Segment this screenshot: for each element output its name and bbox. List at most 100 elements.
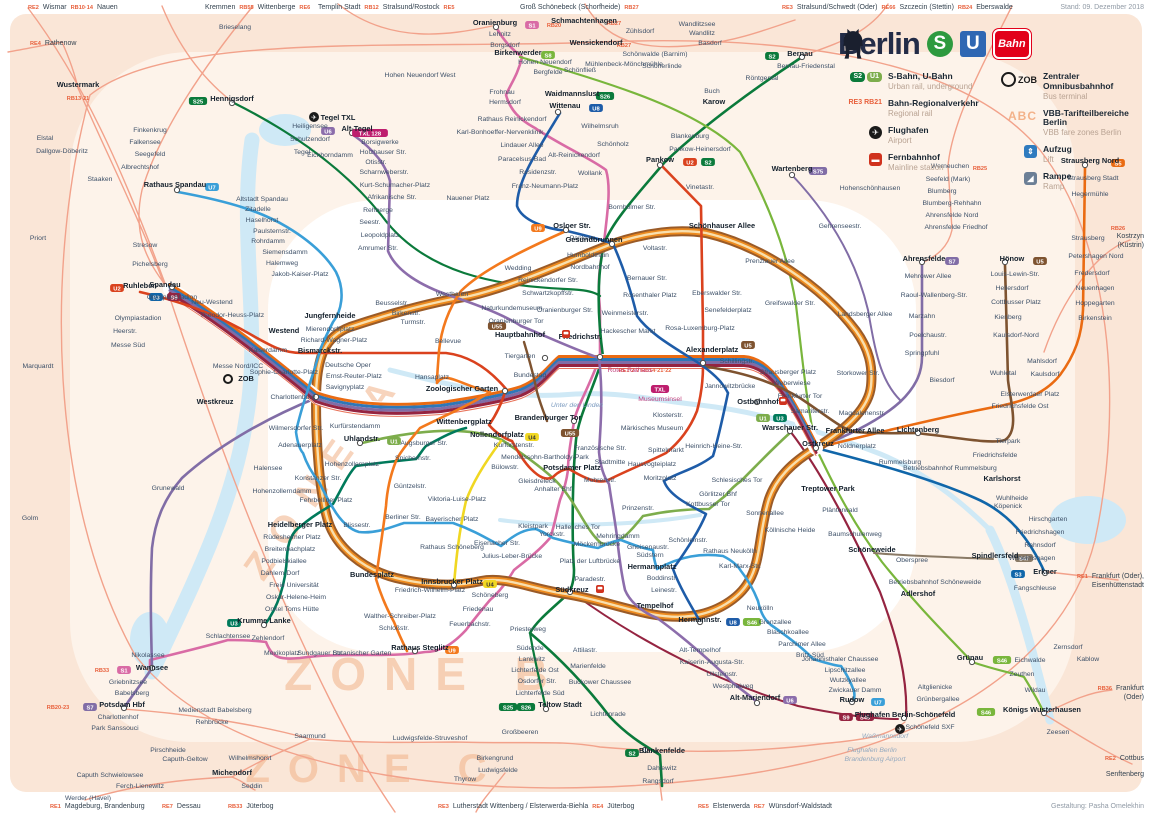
station-label: Güntzelstr. [394,483,427,490]
station-label: Westhafen [436,291,469,298]
station-label: Blaschkoallee [767,629,809,636]
station-label: Anhalter Bhf [534,486,572,493]
station-label: Lehnitz [489,31,512,38]
interchange-station-dot [260,621,268,629]
line-badge [1014,554,1034,562]
station-label: Spichernstr. [395,455,431,462]
airport-icon: ✈ [838,125,882,139]
interchange-station-dot [1081,161,1089,169]
station-label: Hohenzollerndamm [253,488,312,495]
station-label: Friedrichsfelde [973,452,1018,459]
station-label: Wartenberg [772,164,813,173]
station-label: Lichterfelde Ost [511,667,559,674]
interchange-station-dot [228,99,236,107]
interchange-station-dot [848,698,856,706]
map-credit: Gestaltung: Pasha Omelekhin [1051,803,1144,810]
interchange-station-dot [570,417,578,425]
interchange-station-dot [753,699,761,707]
station-label: Bismarckstr. [298,346,342,355]
station-label: Halemweg [266,260,298,267]
station-label: Lankwitz [519,656,546,663]
station-label: Grunewald [152,485,185,492]
station-label: Lichtenberg [897,425,940,434]
line-badge [205,183,219,191]
station-label: Prinzenstr. [622,505,654,512]
station-label: Blankenburg [671,133,709,140]
station-label: Tegel [294,149,311,156]
station-label: Brandenburger Tor [515,413,582,422]
ubahn-line [452,439,503,587]
station-label: Wuhletal [990,370,1017,377]
station-label: Westkreuz [197,397,234,406]
regional-rail-line [475,772,506,813]
station-label: Rathaus Neukölln [703,548,757,555]
station-label: Zeesen [1047,729,1070,736]
station-label: Paracelsus-Bad [498,156,546,163]
station-label: Stresow [133,242,158,249]
line-badge [650,385,670,393]
station-label: Wedding [505,265,532,272]
mainline-icon: ▬ [838,152,882,166]
station-label: Schwartzkopffstr. [522,290,574,297]
station-label: Westend [269,326,300,335]
line-badge [483,580,497,588]
station-label: Seddin [241,783,262,790]
station-label: Neuenhagen [1076,285,1115,292]
station-label: Birkengrund [477,755,514,762]
station-label: Flughafen Berlin-Schönefeld [855,710,956,719]
station-label: Bergfelde [533,69,562,76]
station-label: Friedenau [463,606,494,613]
station-label: Mehrower Allee [905,273,952,280]
station-label: Franz-Neumann-Platz [512,183,579,190]
station-label: Karow [703,97,726,106]
station-label: Ullsteinstr. [706,671,737,678]
regional-line-badge: RB27 [607,21,621,27]
legend-label-en: Mainline station [888,162,944,172]
regional-rail-line [121,708,906,752]
station-label: Bernau-Friedenstal [777,63,835,70]
airport-icon-glyph: ✈ [897,726,903,733]
station-label: Nikolassee [131,652,164,659]
station-label: Ostkreuz [802,439,834,448]
station-label: Halensee [254,465,283,472]
station-label: Hohenschönhausen [840,185,901,192]
station-label: Klosterstr. [653,412,683,419]
line-badge [487,322,507,330]
station-label: Hönow [1000,254,1025,263]
station-label: Deutsche Oper [325,362,371,369]
station-label: Osdorfer Str. [518,678,557,685]
interchange-station-dot [641,746,649,754]
bus-terminal-icon [223,374,233,384]
line-badge-label: S2 [768,54,775,60]
ubahn-line [138,162,705,483]
station-label: Seefeld (Mark) [926,176,971,183]
line-badge [352,129,388,137]
station-label: Strausberg Nord [1061,156,1120,165]
line-badge-label: S46 [981,710,992,716]
regional-rail-line [138,5,254,287]
station-label: Südkreuz [555,585,589,594]
station-label: Poelchaustr. [909,332,947,339]
line-badge-label: S46 [747,620,758,626]
station-label: Fredersdorf [1074,270,1109,277]
line-badge [945,257,959,265]
ubahn-line [701,263,1015,443]
station-label: Schönefeld SXF [905,724,954,731]
station-label: Gehrenseestr. [819,223,862,230]
station-label: Dahlewitz [647,765,677,772]
station-label: Ahrensfelde [903,254,946,263]
station-label: ZOB [238,374,254,383]
legend-label-en: Regional rail [888,108,933,118]
station-label: Frohnau [489,89,515,96]
station-label: Residenzstr. [519,169,557,176]
station-label: Bellevue [435,338,461,345]
regional-line-badge: RB20-23 [47,705,69,711]
station-label: Mühlenbeck-Mönchmühle [585,61,663,68]
line-badge [765,52,779,60]
line-badge-label: S25 [503,705,514,711]
